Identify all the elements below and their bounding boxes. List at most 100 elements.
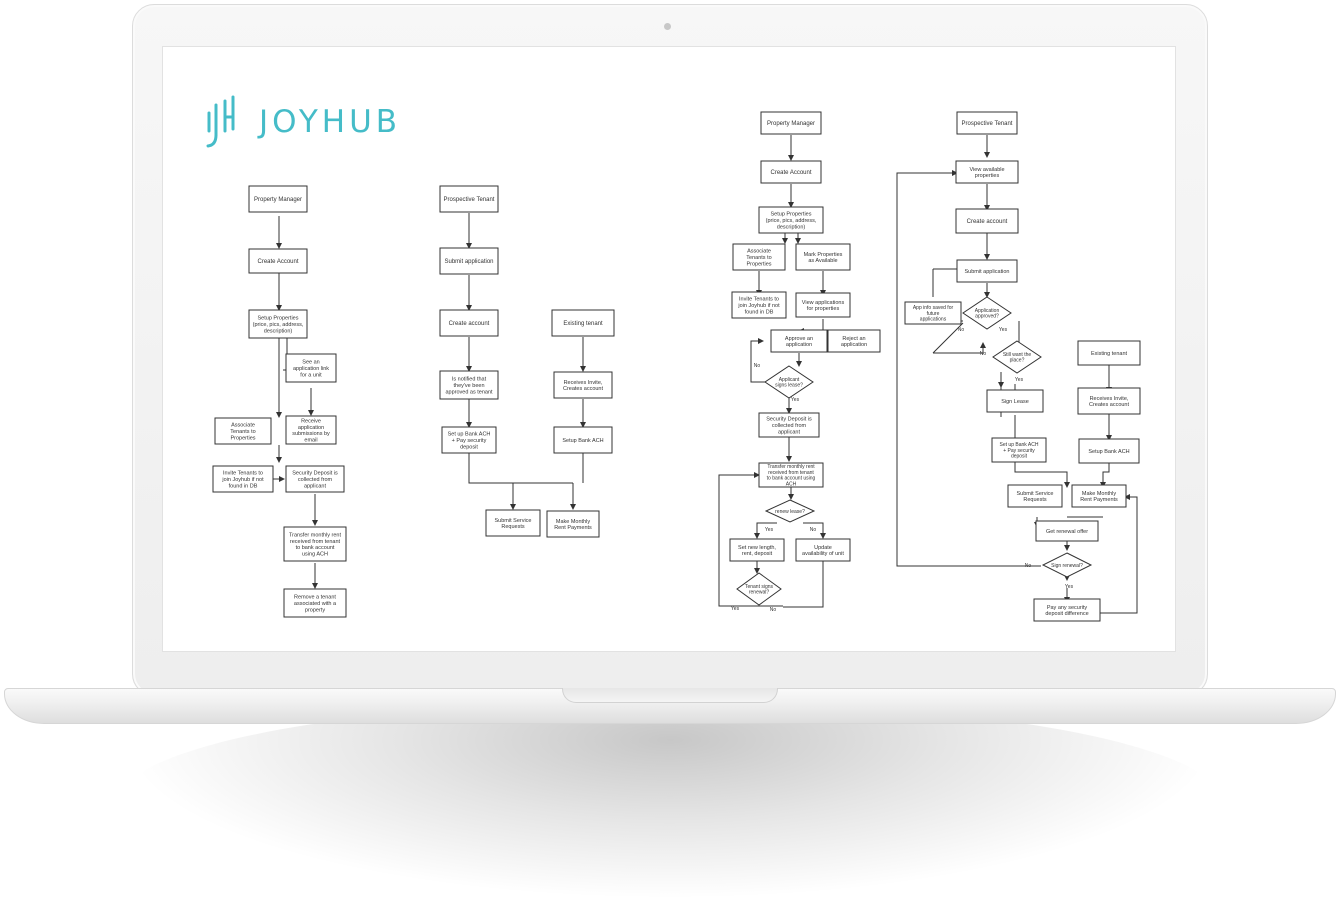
lm-invite-tenants-label: join Joyhub if not: [221, 477, 264, 483]
lm-invite-tenants-label: Invite Tenants to: [223, 471, 263, 477]
rm-signs-lease-label: Applicant: [779, 377, 800, 383]
rt-sign-renewal-no: No: [1025, 563, 1032, 569]
connector-rt-25: [896, 170, 1041, 567]
rm-tenant-signs-label: renewal?: [749, 590, 770, 596]
joyhub-logo-icon: [206, 95, 235, 148]
lt-existing-tenant-label: Existing tenant: [563, 321, 603, 327]
rt-submit-application-label: Submit application: [965, 269, 1010, 275]
rt-view-properties-label: properties: [975, 173, 1000, 179]
rm-set-new-length-label: Set new length,: [738, 545, 776, 551]
rt-receives-invite-label: Receives Invite,: [1090, 396, 1129, 402]
lt-receives-invite: [553, 371, 613, 399]
rt-setup-bank-ach-label: Setup Bank ACH: [1088, 449, 1129, 455]
lt-setup-bank-pay-label: deposit: [460, 444, 478, 450]
rt-application-approved-label: Application: [975, 308, 1000, 314]
rm-reject-application-label: Reject an: [842, 336, 865, 342]
lm-receive-submissions-label: Receive: [301, 418, 321, 424]
rt-pay-deposit-difference: [1033, 598, 1101, 622]
lm-transfer-rent-label: received from tenant: [290, 539, 341, 545]
rt-sign-renewal-label: Sign renewal?: [1051, 563, 1083, 569]
lt-setup-bank-pay-label: + Pay security: [452, 438, 487, 444]
rt-app-info-saved-label: applications: [920, 317, 947, 323]
lt-make-rent-label: Rent Payments: [554, 525, 592, 531]
brand: JOYHUB: [203, 95, 401, 149]
rm-mark-available-label: as Available: [808, 258, 837, 264]
lt-setup-bank-pay-label: Set up Bank ACH: [448, 432, 491, 438]
lt-setup-bank-ach: [553, 426, 613, 454]
lt-setup-bank-pay: [441, 426, 497, 454]
lt-prospective-tenant: [439, 185, 499, 213]
rt-make-rent-label: Rent Payments: [1080, 497, 1118, 503]
connector-rm-11: [750, 338, 773, 383]
rt-pay-deposit-difference-label: deposit difference: [1045, 611, 1088, 617]
rm-renew-lease-label: renew lease?: [775, 509, 805, 515]
lt-setup-bank-ach-label: Setup Bank ACH: [562, 438, 603, 444]
rt-still-want: [992, 340, 1042, 374]
rm-renew-lease: [764, 499, 816, 523]
lt-prospective-tenant-label: Prospective Tenant: [444, 197, 495, 203]
rm-transfer-rent-label: Transfer monthly rent: [767, 464, 815, 470]
lm-create-account: [248, 248, 308, 274]
lt-create-account-label: Create account: [449, 321, 490, 327]
rm-tenant-signs-label: Tenant signs: [745, 584, 774, 590]
rm-associate-tenants-label: Tenants to: [746, 255, 771, 261]
lt-submit-service-label: Submit Service: [495, 518, 532, 524]
rm-view-applications: [795, 292, 851, 318]
rm-tenant-signs-yes: Yes: [731, 606, 740, 612]
rm-reject-application: [827, 329, 881, 353]
rt-receives-invite-label: Creates account: [1089, 402, 1130, 408]
rm-approve-application: [770, 329, 828, 353]
rt-still-want-label: Still want the: [1003, 352, 1032, 358]
rm-set-new-length: [729, 538, 785, 562]
connector-rt-9: [933, 342, 986, 354]
lm-receive-submissions: [285, 415, 337, 445]
rt-prospective-tenant-label: Prospective Tenant: [962, 121, 1013, 127]
lt-make-rent: [546, 510, 600, 538]
lt-notified-approved: [439, 370, 499, 400]
rt-setup-bank-pay-label: deposit: [1011, 454, 1028, 460]
rt-app-info-saved: [904, 301, 962, 325]
lm-receive-submissions-label: application: [298, 425, 324, 431]
lt-receives-invite-label: Creates account: [563, 386, 604, 392]
rm-security-deposit: [758, 412, 820, 438]
rm-set-new-length-label: rent, deposit: [742, 551, 773, 557]
brand-name: JOYHUB: [259, 104, 402, 140]
rt-approved-yes: Yes: [999, 327, 1008, 333]
lm-security-deposit-label: applicant: [304, 483, 326, 489]
rt-make-rent-label: Make Monthly: [1082, 491, 1116, 497]
rm-setup-properties: [758, 206, 824, 234]
rm-reject-application-label: application: [841, 342, 867, 348]
rt-still-want-yes: Yes: [1015, 377, 1024, 383]
rt-existing-tenant-label: Existing tenant: [1091, 351, 1128, 357]
connector-rm-16: [803, 522, 826, 539]
lm-setup-properties-label: (price, pics, address,: [253, 322, 304, 328]
lt-create-account: [439, 309, 499, 337]
lt-notified-approved-label: they've been: [453, 383, 484, 389]
lm-associate-tenants-label: Properties: [230, 435, 255, 441]
rt-pay-deposit-difference-label: Pay any security: [1047, 605, 1088, 611]
rm-signs-lease-yes: Yes: [791, 397, 800, 403]
lm-property-manager: [248, 185, 308, 213]
rt-submit-application: [956, 259, 1018, 283]
rt-still-want-label: place?: [1010, 358, 1025, 364]
lm-setup-properties-label: Setup Properties: [258, 316, 299, 322]
lt-submit-service-label: Requests: [501, 524, 524, 530]
lt-make-rent-label: Make Monthly: [556, 519, 590, 525]
rt-sign-lease-label: Sign Lease: [1001, 399, 1029, 405]
lm-see-application-link-label: application link: [293, 366, 329, 372]
rt-setup-bank-pay: [991, 437, 1047, 463]
lm-remove-tenant-label: property: [305, 607, 325, 613]
rm-security-deposit-label: applicant: [778, 429, 800, 435]
rm-update-availability: [795, 538, 851, 562]
rm-transfer-rent-label: to bank account using: [767, 476, 816, 482]
rm-property-manager-label: Property Manager: [767, 121, 815, 127]
lt-notified-approved-label: approved as tenant: [445, 389, 493, 395]
lt-receives-invite-label: Receives Invite,: [564, 380, 603, 386]
connector-rt-18: [1014, 462, 1070, 488]
rt-create-account: [955, 208, 1019, 234]
rm-associate-tenants-label: Properties: [746, 261, 771, 267]
rm-setup-properties-label: Setup Properties: [771, 212, 812, 218]
rt-setup-bank-pay-label: + Pay security: [1003, 448, 1035, 454]
lm-property-manager-label: Property Manager: [254, 197, 302, 203]
